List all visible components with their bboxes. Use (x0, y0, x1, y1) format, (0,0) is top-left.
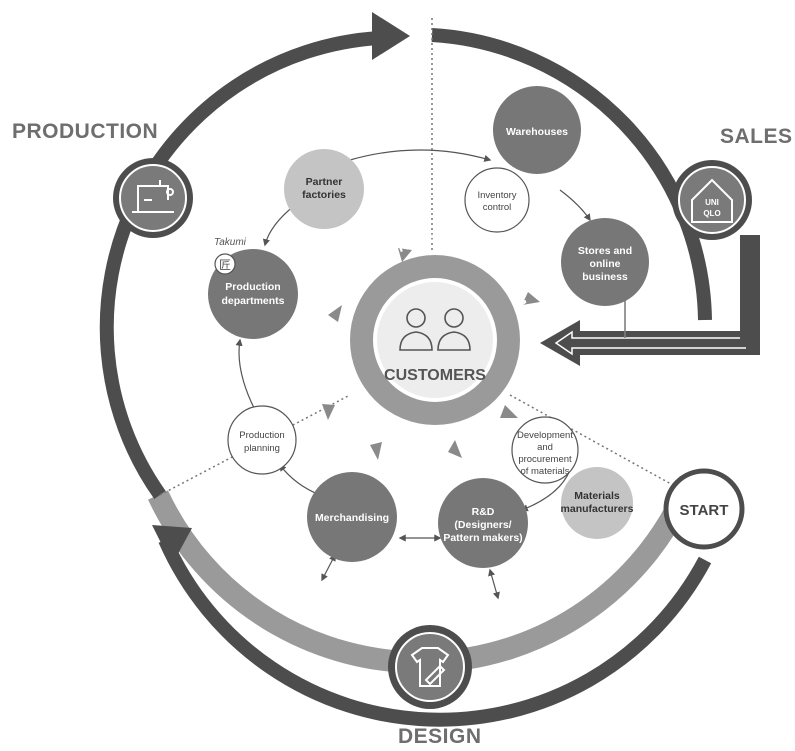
radial-arrows (322, 248, 540, 460)
svg-text:Merchandising: Merchandising (315, 512, 389, 524)
inner-cycle-left (262, 204, 296, 247)
outer-arc-bottom (158, 537, 712, 727)
outer-arc-right (431, 28, 712, 321)
bottom-left-arrow-head (152, 525, 192, 565)
top-arrow-head (372, 12, 410, 60)
svg-text:online: online (590, 258, 621, 270)
inner-cycle-right (559, 189, 591, 222)
svg-text:Stores and: Stores and (578, 245, 632, 257)
dev-procurement-node[interactable]: Development and procurement of materials (511, 416, 579, 484)
svg-text:and: and (537, 442, 553, 453)
svg-text:Partner: Partner (306, 176, 343, 188)
merch-down-link (321, 553, 336, 582)
customers-core-inner (377, 282, 493, 398)
svg-text:Development: Development (517, 430, 573, 441)
inner-cycle-top (349, 149, 492, 162)
production-hub[interactable] (113, 158, 193, 238)
sales-arrow-inner (554, 330, 746, 356)
svg-text:control: control (483, 202, 512, 213)
svg-text:Pattern makers): Pattern makers) (443, 532, 522, 544)
store-house-icon (691, 178, 733, 223)
production-planning-node[interactable]: Production planning (227, 405, 297, 475)
svg-text:departments: departments (221, 295, 284, 307)
materials-manufacturers-node[interactable]: Materials manufacturers (561, 467, 634, 539)
svg-text:QLO: QLO (703, 209, 720, 218)
svg-text:UNI: UNI (705, 198, 719, 207)
rnd-node[interactable]: R&D (Designers/ Pattern makers) (438, 478, 528, 568)
start-badge[interactable]: START (663, 468, 745, 550)
design-label: DESIGN (398, 725, 482, 748)
inner-cycle-left2 (235, 338, 256, 411)
svg-text:manufacturers: manufacturers (561, 503, 634, 515)
svg-text:factories: factories (302, 189, 346, 201)
svg-text:Production: Production (225, 281, 280, 293)
sewing-machine-icon (132, 180, 174, 213)
marketing-label: Marketing (545, 558, 589, 589)
rnd-down-link (488, 568, 500, 600)
svg-text:匠: 匠 (219, 258, 231, 272)
inventory-control-node[interactable]: Inventory control (464, 167, 530, 233)
svg-text:Materials: Materials (574, 490, 620, 502)
takumi-label: Takumi (214, 237, 247, 248)
inner-cycle-bottom-left (279, 463, 321, 496)
design-hub[interactable] (388, 625, 472, 709)
takumi-badge: 匠 (214, 253, 236, 275)
warehouses-node[interactable]: Warehouses (493, 86, 581, 174)
partner-factories-node[interactable]: Partner factories (284, 149, 364, 229)
svg-text:START: START (680, 502, 729, 519)
svg-text:procurement: procurement (518, 454, 572, 465)
svg-text:(Designers/: (Designers/ (454, 519, 511, 531)
customers-label: CUSTOMERS (384, 367, 486, 384)
production-label: PRODUCTION (12, 120, 158, 143)
svg-text:Production: Production (239, 430, 284, 441)
divider-left (159, 394, 351, 496)
sales-label: SALES (720, 125, 793, 148)
tshirt-pencil-icon (410, 647, 450, 687)
divider-right (509, 394, 701, 501)
sales-hub[interactable]: UNI QLO (672, 160, 752, 240)
svg-text:of materials: of materials (520, 466, 569, 477)
two-people-icon (399, 308, 471, 351)
stores-online-node[interactable]: Stores and online business (561, 218, 649, 306)
svg-text:business: business (582, 271, 628, 283)
sales-arrow (540, 235, 760, 366)
merchandising-node[interactable]: Merchandising (307, 472, 397, 562)
svg-text:R&D: R&D (472, 506, 495, 518)
svg-text:Inventory: Inventory (477, 190, 516, 201)
svg-text:planning: planning (244, 443, 280, 454)
svg-text:Warehouses: Warehouses (506, 126, 568, 138)
